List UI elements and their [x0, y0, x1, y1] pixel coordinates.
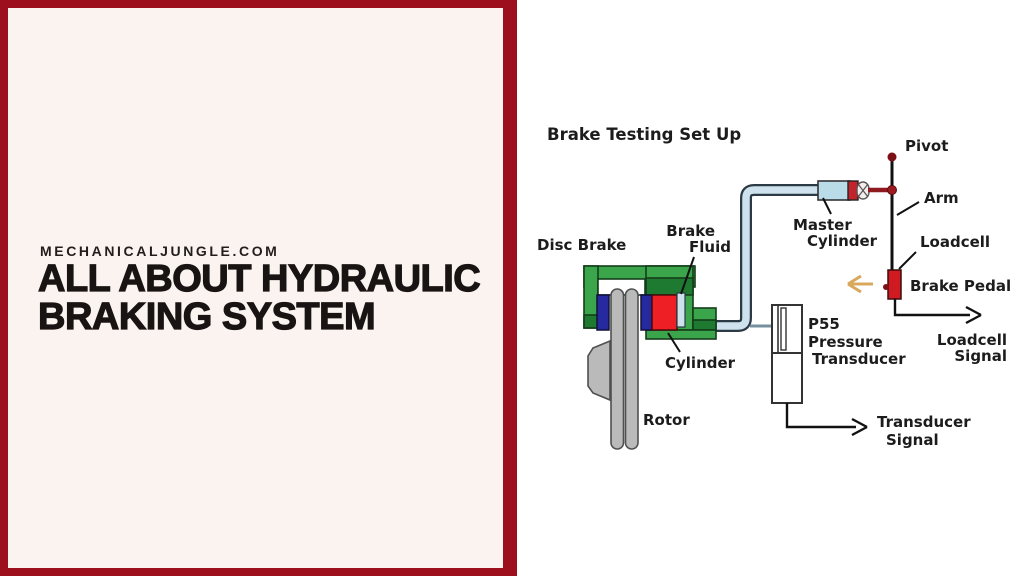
brake-pad-right: [640, 294, 653, 331]
label-loadcell: Loadcell: [920, 233, 990, 251]
label-brake-fluid-2: Fluid: [689, 238, 731, 256]
rod-arm-joint-dot: [887, 185, 897, 195]
label-pivot: Pivot: [905, 137, 948, 155]
site-name: MECHANICALJUNGLE.COM: [40, 243, 280, 259]
label-brake-pedal: Brake Pedal: [910, 277, 1011, 295]
loadcell-pointer: [898, 251, 917, 270]
brake-pad-left: [596, 294, 610, 331]
title-line-1: ALL ABOUT HYDRAULIC: [37, 258, 481, 300]
label-rotor: Rotor: [643, 411, 690, 429]
label-master-cylinder-2: Cylinder: [807, 232, 878, 250]
loadcell-block: [887, 269, 902, 300]
label-transducer-signal-1: Transducer: [877, 413, 971, 431]
label-arm: Arm: [924, 189, 959, 207]
transducer-piston: [780, 307, 787, 351]
transducer-signal-arrow: [785, 403, 868, 437]
pivot-dot: [887, 152, 897, 162]
label-disc-brake: Disc Brake: [537, 236, 626, 254]
loadcell-dot: [883, 284, 889, 290]
label-loadcell-signal-2: Signal: [954, 347, 1007, 365]
label-loadcell-signal-1: Loadcell: [937, 331, 1007, 349]
label-brake-fluid-1: Brake: [666, 222, 715, 240]
rotor-disc-right: [624, 288, 639, 450]
label-transducer-2: Pressure: [808, 333, 883, 351]
master-cylinder: [817, 180, 889, 201]
loadcell-signal-arrow: [893, 299, 982, 325]
left-card-inner: MECHANICALJUNGLE.COM ALL ABOUT HYDRAULIC…: [8, 8, 503, 568]
label-transducer-signal-2: Signal: [886, 431, 939, 449]
brake-testing-diagram: Brake Testing Set Up Disc Brake Brake Fl…: [537, 125, 1011, 450]
diagram-title: Brake Testing Set Up: [547, 125, 741, 144]
fluid-channel: [676, 292, 686, 328]
rotor: [587, 288, 639, 450]
master-cylinder-pointer: [822, 197, 832, 215]
pressure-transducer: [771, 304, 803, 404]
label-master-cylinder-1: Master: [793, 216, 852, 234]
label-transducer-3: Transducer: [812, 350, 906, 368]
label-transducer-1: P55: [808, 315, 840, 333]
pedal-force-arrow: [847, 274, 873, 294]
cylinder-pointer: [667, 332, 681, 353]
brake-fluid-pipe: [683, 184, 822, 332]
rotor-disc-left: [610, 288, 625, 450]
rotor-hub: [587, 339, 611, 402]
title-line-2: BRAKING SYSTEM: [37, 296, 376, 338]
brake-fluid-pointer: [680, 256, 695, 295]
left-card: MECHANICALJUNGLE.COM ALL ABOUT HYDRAULIC…: [0, 0, 517, 576]
label-cylinder: Cylinder: [665, 354, 736, 372]
wheel-cylinder: [651, 294, 678, 331]
arm-pointer: [896, 201, 920, 216]
